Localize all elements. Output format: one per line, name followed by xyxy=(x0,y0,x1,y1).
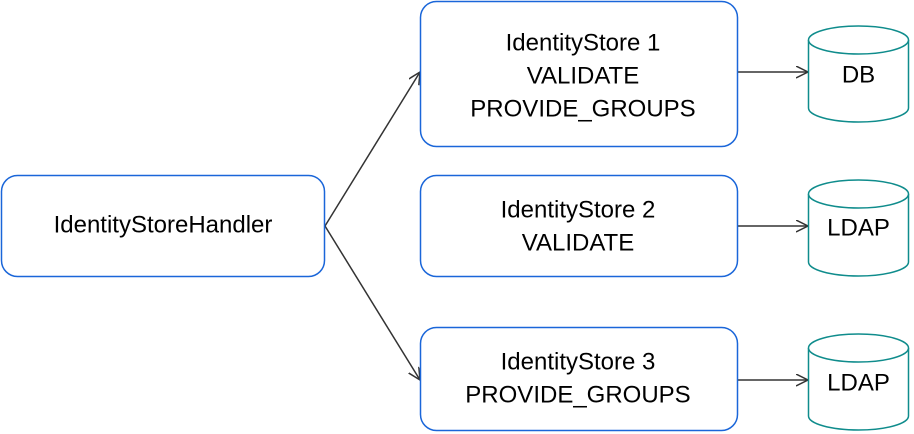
backend-2-database-icon[interactable]: LDAP xyxy=(807,179,910,277)
identity-store-1-box xyxy=(419,0,739,148)
identity-store-handler-box xyxy=(0,174,326,278)
connectors xyxy=(324,72,808,380)
backend-1-database-icon[interactable]: DB xyxy=(807,25,910,123)
identity-store-3-title: IdentityStore 3 xyxy=(501,348,656,375)
identity-store-1-capability-provide-groups: PROVIDE_GROUPS xyxy=(470,95,695,122)
backend-2-cylinder-body xyxy=(807,194,910,277)
arrow-handler-to-store-1 xyxy=(324,72,420,227)
identity-store-3-box xyxy=(419,326,739,432)
identity-store-2-box xyxy=(419,174,739,278)
arrow-handler-to-store-3 xyxy=(324,225,420,380)
identity-store-handler-node[interactable]: IdentityStoreHandler xyxy=(0,174,326,278)
backend-1-cylinder-body xyxy=(807,40,910,123)
backend-3-label: LDAP xyxy=(827,369,890,396)
identity-store-2-title: IdentityStore 2 xyxy=(501,196,656,223)
backend-1-label: DB xyxy=(842,61,875,88)
identity-store-1-node[interactable]: IdentityStore 1 VALIDATE PROVIDE_GROUPS xyxy=(419,0,739,148)
backend-3-cylinder-top xyxy=(807,333,910,363)
identity-store-1-capability-validate: VALIDATE xyxy=(527,62,639,89)
identity-store-1-title: IdentityStore 1 xyxy=(506,29,661,56)
backend-2-cylinder-top xyxy=(807,179,910,209)
identity-store-2-node[interactable]: IdentityStore 2 VALIDATE xyxy=(419,174,739,278)
identity-store-2-capability-validate: VALIDATE xyxy=(522,229,634,256)
backend-3-database-icon[interactable]: LDAP xyxy=(807,333,910,431)
backend-2-label: LDAP xyxy=(827,214,890,241)
backend-1-cylinder-top xyxy=(807,25,910,55)
backend-3-cylinder-body xyxy=(807,348,910,431)
identity-store-handler-label: IdentityStoreHandler xyxy=(54,211,273,238)
identity-store-3-capability-provide-groups: PROVIDE_GROUPS xyxy=(465,381,690,408)
identity-store-3-node[interactable]: IdentityStore 3 PROVIDE_GROUPS xyxy=(419,326,739,432)
